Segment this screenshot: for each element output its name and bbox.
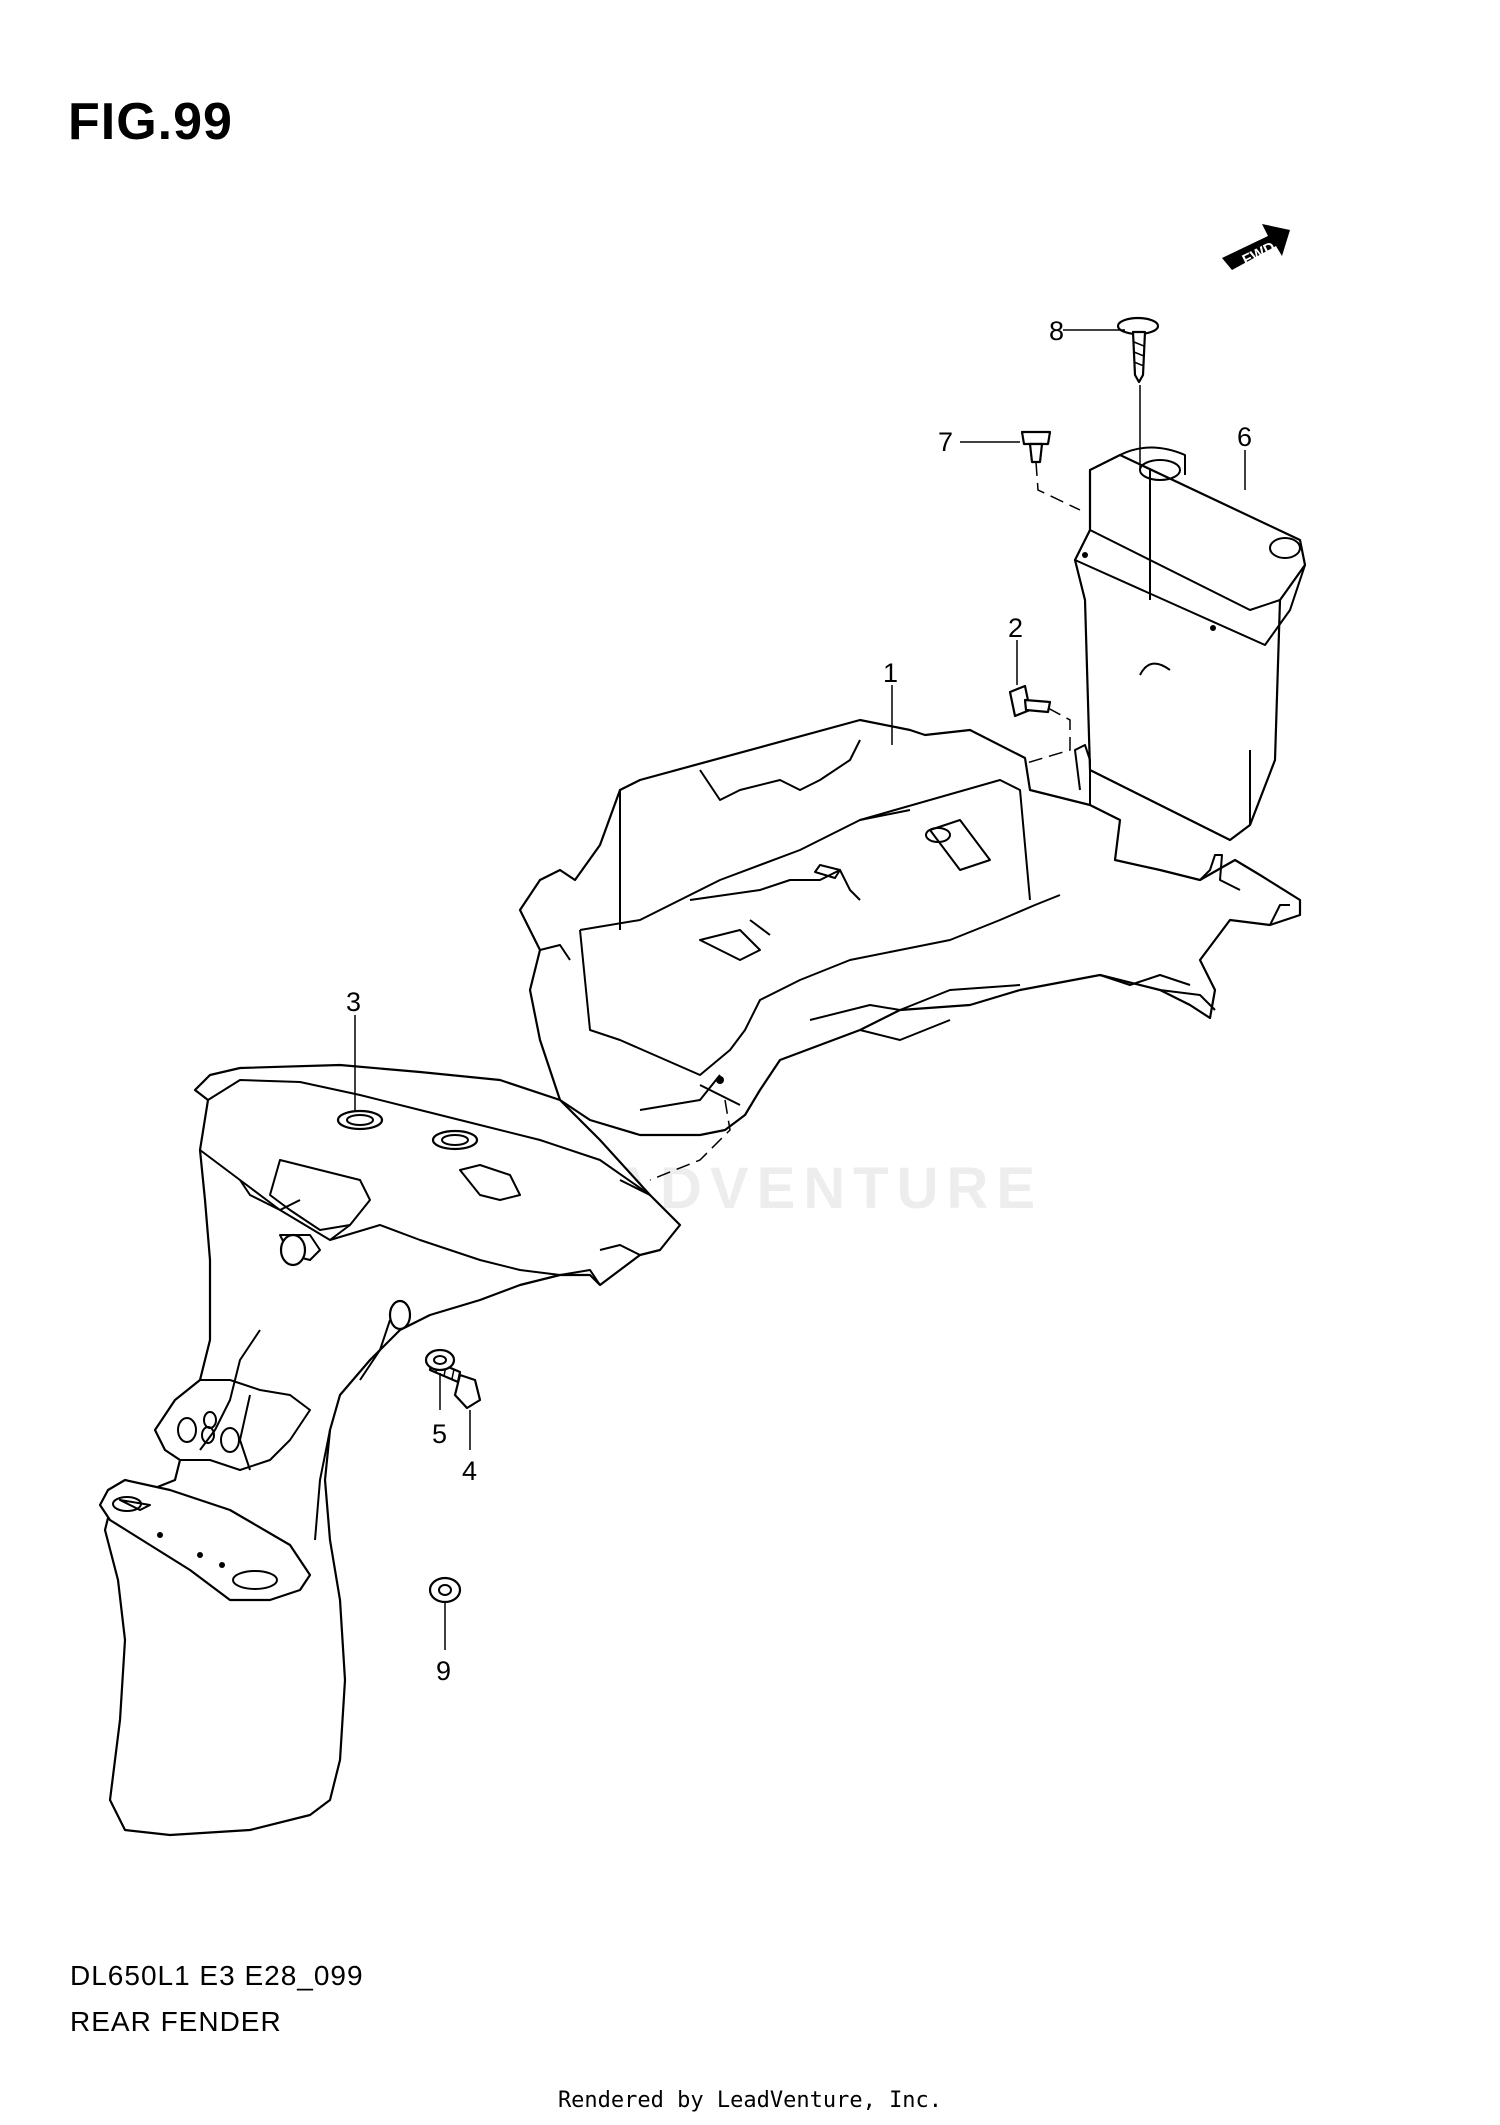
leader-lines bbox=[354, 329, 1246, 1650]
rendered-by-credit: Rendered by LeadVenture, Inc. bbox=[557, 2088, 943, 2113]
part-9-washer bbox=[428, 1576, 462, 1604]
figure-title: FIG.99 bbox=[68, 93, 233, 151]
part-2-bolt bbox=[1008, 684, 1071, 766]
part-7-clip bbox=[1020, 430, 1081, 511]
callout-2: 2 bbox=[1008, 613, 1023, 643]
callout-6: 6 bbox=[1237, 422, 1252, 452]
part-6-storage-box bbox=[1073, 446, 1307, 842]
callouts: 1 2 3 4 5 6 7 8 9 bbox=[346, 316, 1252, 1686]
callout-9: 9 bbox=[436, 1656, 451, 1686]
part-3-rear-fender bbox=[98, 1063, 682, 1837]
part-5-washer bbox=[424, 1348, 456, 1372]
callout-7: 7 bbox=[938, 427, 953, 457]
model-code: DL650L1 E3 E28_099 bbox=[70, 1960, 364, 1991]
callout-3: 3 bbox=[346, 987, 361, 1017]
section-name: REAR FENDER bbox=[70, 2006, 282, 2037]
forward-arrow-icon: FWD bbox=[1222, 224, 1290, 270]
callout-8: 8 bbox=[1049, 316, 1064, 346]
callout-4: 4 bbox=[462, 1456, 477, 1486]
part-8-screw bbox=[1116, 316, 1160, 470]
part-1-rear-fender-inner bbox=[518, 718, 1302, 1181]
callout-1: 1 bbox=[883, 658, 898, 688]
callout-5: 5 bbox=[432, 1419, 447, 1449]
